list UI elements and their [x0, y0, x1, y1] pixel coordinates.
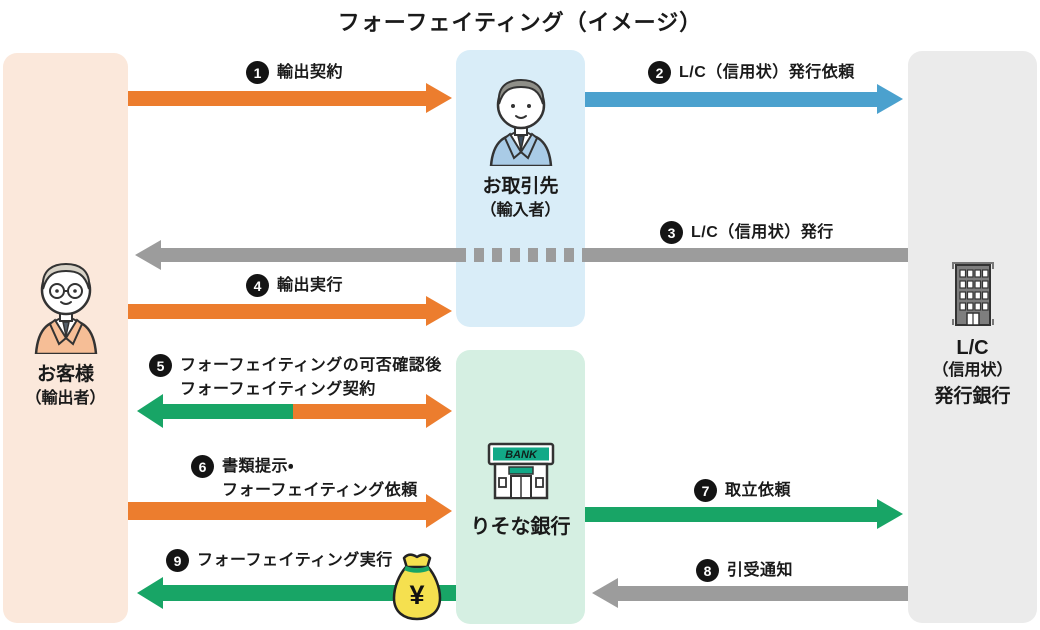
step-badge-4: 4 — [246, 274, 269, 297]
arrow-8-shaft — [618, 586, 908, 601]
diagram-title: フォーフェイティング（イメージ） — [337, 10, 703, 35]
arrow-1-shaft — [128, 91, 426, 106]
arrow-5-text-line1: フォーフェイティングの可否確認後 — [180, 357, 442, 374]
arrow-6-label: 6 書類提示・ フォーフェイティング依頼 — [191, 455, 418, 503]
customer-subtitle: （輸出者） — [25, 389, 106, 407]
arrow-5-shaft-orange — [293, 404, 426, 419]
arrow-5-head-right — [426, 394, 452, 428]
arrow-5-text: フォーフェイティングの可否確認後 フォーフェイティング契約 — [180, 354, 442, 402]
arrow-8-label: 8 引受通知 — [696, 559, 793, 582]
arrow-8-head — [592, 578, 618, 608]
arrow-9-text: フォーフェイティング実行 — [197, 552, 393, 569]
arrow-7-label: 7 取立依頼 — [694, 479, 791, 502]
arrow-2-shaft — [585, 92, 877, 107]
arrow-4-head — [426, 296, 452, 326]
importer-box: お取引先 （輸入者） — [456, 50, 585, 327]
arrow-3-shaft-right — [585, 248, 908, 262]
arrow-5-shaft-green — [163, 404, 293, 419]
importer-person-icon — [481, 74, 561, 168]
bank-sign-text: BANK — [505, 449, 538, 461]
arrow-9-head — [137, 577, 163, 609]
arrow-6-text: 書類提示・ フォーフェイティング依頼 — [222, 455, 418, 503]
yen-symbol: ¥ — [409, 580, 424, 610]
arrow-2-label: 2 L/C（信用状）発行依頼 — [648, 61, 855, 84]
arrow-6-text-line2: フォーフェイティング依頼 — [222, 482, 418, 499]
arrow-4-shaft — [128, 304, 426, 319]
resona-bank-name: りそな銀行 — [470, 516, 571, 538]
arrow-1-label: 1 輸出契約 — [246, 61, 343, 84]
step-badge-2: 2 — [648, 61, 671, 84]
arrow-9-label: 9 フォーフェイティング実行 — [166, 549, 393, 572]
arrow-5-text-line2: フォーフェイティング契約 — [180, 381, 376, 398]
arrow-9-shaft — [163, 585, 456, 601]
arrow-6-shaft — [128, 502, 426, 520]
arrow-2-text: L/C（信用状）発行依頼 — [679, 64, 855, 81]
step-badge-8: 8 — [696, 559, 719, 582]
exporter-person-icon — [25, 258, 107, 356]
issuing-bank-line2: （信用状） — [932, 362, 1013, 379]
arrow-3-head — [135, 240, 161, 270]
step-badge-6: 6 — [191, 455, 214, 478]
arrow-7-text: 取立依頼 — [725, 482, 792, 499]
arrow-5-head-left — [137, 394, 163, 428]
step-badge-9: 9 — [166, 549, 189, 572]
arrow-3-shaft-left — [161, 248, 456, 262]
step-badge-7: 7 — [694, 479, 717, 502]
arrow-3-label: 3 L/C（信用状）発行 — [660, 221, 834, 244]
step-badge-3: 3 — [660, 221, 683, 244]
arrow-8-text: 引受通知 — [727, 562, 794, 579]
customer-exporter-box: お客様 （輸出者） — [3, 53, 128, 623]
arrow-7-shaft — [585, 507, 877, 522]
importer-subtitle: （輸入者） — [480, 201, 561, 219]
arrow-1-head — [426, 83, 452, 113]
arrow-3-text: L/C（信用状）発行 — [691, 224, 834, 241]
arrow-4-text: 輸出実行 — [277, 277, 344, 294]
issuing-bank-line1: L/C — [956, 337, 989, 359]
customer-name: お客様 — [36, 364, 94, 385]
arrow-7-head — [877, 499, 903, 529]
office-building-icon — [944, 261, 1002, 327]
bank-building-icon: BANK — [487, 442, 555, 500]
step-badge-1: 1 — [246, 61, 269, 84]
step-badge-5: 5 — [149, 354, 172, 377]
arrow-4-label: 4 輸出実行 — [246, 274, 343, 297]
importer-name: お取引先 — [482, 176, 559, 197]
arrow-1-text: 輸出契約 — [277, 64, 344, 81]
money-bag-icon: ¥ — [391, 551, 443, 621]
issuing-bank-box: L/C （信用状） 発行銀行 — [908, 51, 1037, 623]
resona-bank-box: BANK りそな銀行 — [456, 350, 585, 624]
arrow-3-dotted-segment — [456, 248, 585, 262]
arrow-6-head — [426, 494, 452, 528]
arrow-2-head — [877, 84, 903, 114]
issuing-bank-line3: 発行銀行 — [934, 385, 1011, 407]
arrow-5-label: 5 フォーフェイティングの可否確認後 フォーフェイティング契約 — [149, 354, 442, 402]
arrow-6-text-line1: 書類提示・ — [222, 458, 294, 475]
